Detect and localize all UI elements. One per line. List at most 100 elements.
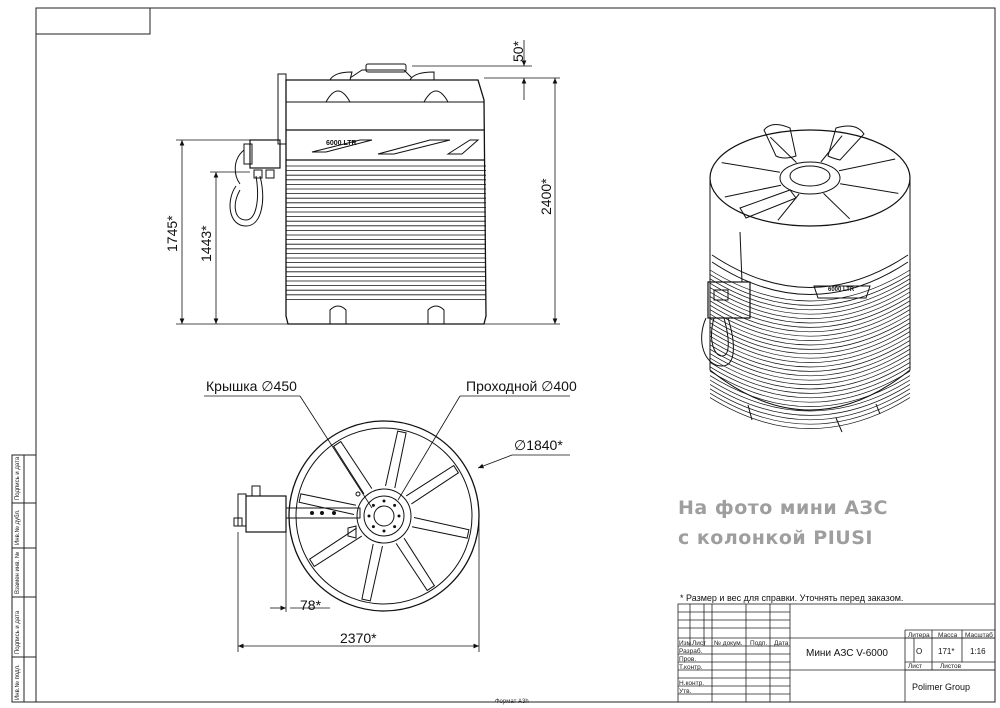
iso-spoke xyxy=(838,158,896,172)
tb-col-izm: Изм. xyxy=(679,640,693,647)
tb-row-ncontrol: Н.контр. xyxy=(679,680,705,687)
iso-rib xyxy=(709,379,911,412)
iso-rib xyxy=(709,366,911,399)
iso-rib xyxy=(709,335,911,368)
iso-rib xyxy=(709,296,911,328)
iso-rib xyxy=(709,370,911,403)
tb-head-scale: Масштаб xyxy=(965,632,993,639)
iso-spoke xyxy=(721,162,780,173)
side-sign-date-2: Подпись и дата xyxy=(15,610,21,654)
company-name: Polimer Group xyxy=(912,682,971,692)
iso-rib xyxy=(709,340,911,372)
iso-rib xyxy=(709,300,911,333)
rib-spoke xyxy=(298,493,357,515)
rib-spoke xyxy=(385,430,407,489)
side-dup-inv: Инв.№ дубл. xyxy=(15,509,21,546)
front-dimensions xyxy=(176,40,560,325)
iso-rib xyxy=(709,353,911,385)
reference-note: * Размер и вес для справки. Уточнять пер… xyxy=(680,593,904,603)
iso-rib xyxy=(709,318,911,350)
side-replace-inv: Взамен инв. № xyxy=(15,551,21,594)
tb-row-dev: Разраб. xyxy=(679,648,703,655)
iso-rib xyxy=(709,384,911,416)
iso-rib xyxy=(709,313,911,346)
tank-marking: 6000 LTR xyxy=(326,140,357,147)
lid-bolt xyxy=(371,525,375,529)
tb-col-sign: Подп. xyxy=(750,640,768,647)
iso-rib xyxy=(709,348,911,381)
iso-spoke xyxy=(820,135,843,163)
tb-head-mass: Масса xyxy=(938,632,958,639)
lid-bolt xyxy=(393,503,397,507)
lid-bolt xyxy=(382,529,386,533)
iso-rib xyxy=(709,291,911,324)
photo-note-line2: с колонкой PIUSI xyxy=(678,527,873,549)
tb-col-doc: № докум. xyxy=(714,640,743,647)
isometric-view xyxy=(701,124,911,433)
tb-mass-value: 171* xyxy=(938,647,955,656)
iso-rib xyxy=(709,357,911,390)
offset-label: 78* xyxy=(300,597,322,613)
dim-cap-offset: 50* xyxy=(510,40,526,62)
iso-rib xyxy=(709,278,911,311)
top-view xyxy=(233,420,480,612)
dim-total-height: 2400* xyxy=(538,178,554,215)
iso-rib xyxy=(709,388,911,421)
lid-bolt xyxy=(382,499,386,503)
iso-rib xyxy=(709,375,911,407)
iso-rib xyxy=(709,362,911,394)
lid-bolt xyxy=(397,514,401,518)
lid-bolt xyxy=(367,514,371,518)
diameter-label: ∅1840* xyxy=(514,437,563,453)
iso-rib xyxy=(709,392,911,425)
tb-sheet: Лист xyxy=(908,663,923,670)
iso-rib xyxy=(709,397,911,429)
manhole-label: Проходной ∅400 xyxy=(466,378,577,394)
iso-spoke xyxy=(840,183,899,194)
lid-bolt xyxy=(371,503,375,507)
tb-col-list: Лист xyxy=(692,640,707,647)
side-orig-inv: Инв.№ подл. xyxy=(15,664,21,700)
iso-spoke xyxy=(769,136,797,163)
format-label: Формат А3h xyxy=(495,699,529,705)
tb-row-tcontrol: Т.контр. xyxy=(679,664,703,671)
iso-rib xyxy=(709,326,911,359)
iso-rib xyxy=(709,274,911,306)
tb-col-date: Дата xyxy=(774,640,789,647)
iso-rib xyxy=(709,344,911,377)
sheet-frame xyxy=(11,7,996,703)
title-block xyxy=(677,603,996,703)
iso-spoke xyxy=(724,184,782,198)
product-name: Мини АЗС V-6000 xyxy=(806,648,888,659)
dim-nozzle-height: 1443* xyxy=(198,225,214,262)
photo-note-line1: На фото мини АЗС xyxy=(678,497,888,519)
width-label: 2370* xyxy=(340,630,377,646)
rib-spoke xyxy=(308,527,363,568)
tb-head-litera: Литера xyxy=(908,632,930,639)
iso-marking: 6000 LTR xyxy=(828,287,855,293)
iso-rib xyxy=(709,331,911,363)
iso-rib xyxy=(709,309,911,341)
tb-sheets: Листов xyxy=(940,663,962,670)
iso-rib xyxy=(709,287,911,319)
tb-row-check: Пров. xyxy=(679,656,697,663)
iso-rib xyxy=(709,322,911,355)
iso-rib xyxy=(709,282,911,315)
dim-outlet-height: 1745* xyxy=(164,215,180,252)
lid-label: Крышка ∅450 xyxy=(206,378,297,394)
rib-spoke xyxy=(411,517,470,539)
iso-rib xyxy=(709,269,911,302)
rib-spoke xyxy=(361,543,383,602)
tb-litera-value: О xyxy=(916,647,923,656)
tb-row-approve: Утв. xyxy=(679,688,692,695)
front-view xyxy=(229,63,487,325)
rib-spoke xyxy=(332,440,373,495)
lid-bolt xyxy=(393,525,397,529)
iso-spoke xyxy=(823,193,851,220)
top-dimensions xyxy=(204,395,570,652)
rib-spoke xyxy=(405,464,460,505)
rib-spoke xyxy=(395,537,436,592)
photo-note: На фото мини АЗС с колонкой PIUSI xyxy=(678,493,888,553)
tb-scale-value: 1:16 xyxy=(970,647,986,656)
